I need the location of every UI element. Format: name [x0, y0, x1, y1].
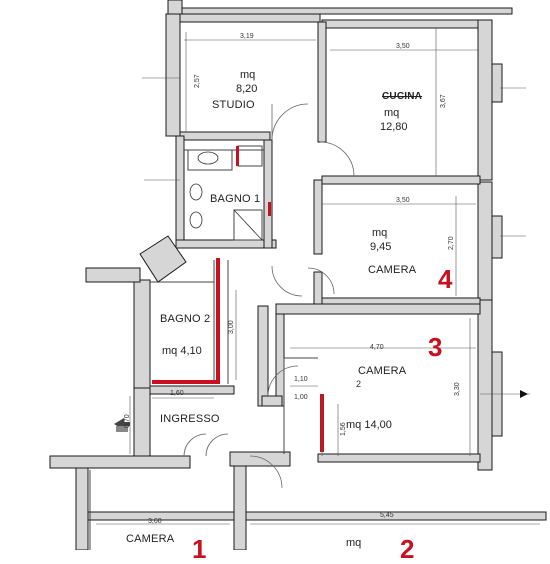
room-number-1: 1 — [192, 534, 207, 564]
dimension-3-19: 3,19 — [240, 33, 254, 40]
dimension-1-60: 1,60 — [170, 390, 184, 397]
studio-area-value: 8,20 — [236, 83, 258, 95]
room-number-3: 3 — [428, 332, 443, 362]
dimension-3-67: 3,67 — [440, 94, 447, 108]
dimension-4-70: 4,70 — [370, 344, 384, 351]
cucina-label: CUCINA — [382, 91, 423, 102]
room2-area-unit: mq — [346, 537, 362, 549]
studio-area-unit: mq — [240, 69, 256, 81]
cucina-area-value: 12,80 — [380, 121, 408, 133]
bagno2-label: BAGNO 2 — [160, 313, 211, 325]
dimension-3-60: 3,60 — [148, 518, 162, 525]
dimension-3-50-mid: 3,50 — [396, 197, 410, 204]
camera4-label: CAMERA — [368, 264, 417, 276]
bathroom-fixtures — [189, 151, 263, 241]
bagno1-label: BAGNO 1 — [210, 193, 261, 205]
dimension-2-70: 2,70 — [448, 236, 455, 250]
dimension-1-00: 1,00 — [294, 394, 308, 401]
entrance-arrow-icon — [114, 418, 130, 432]
camera4-area-value: 9,45 — [370, 241, 392, 253]
camera3-area: mq 14,00 — [346, 419, 392, 431]
dimension-0-70: 0,70 — [124, 414, 131, 428]
room-number-2: 2 — [400, 534, 415, 564]
dimension-lines — [96, 28, 540, 525]
studio-label: STUDIO — [212, 99, 255, 111]
room-number-4: 4 — [438, 264, 453, 294]
door-swings — [183, 103, 355, 489]
walls — [49, 0, 547, 550]
ingresso-label: INGRESSO — [160, 413, 220, 425]
camera1-label: CAMERA — [126, 533, 175, 545]
camera3-label: CAMERA — [358, 365, 407, 377]
dimension-3-50-top: 3,50 — [396, 43, 410, 50]
dimension-3-00: 3,00 — [228, 320, 235, 334]
dimension-1-56: 1,56 — [340, 422, 347, 436]
window-arrow-icon — [520, 390, 528, 398]
bagno2-area: mq 4,10 — [162, 345, 202, 357]
dimension-5-45: 5,45 — [380, 512, 394, 519]
camera3-small-number: 2 — [356, 379, 362, 389]
dimension-1-10: 1,10 — [294, 376, 308, 383]
dimension-3-30: 3,30 — [454, 382, 461, 396]
cucina-area-unit: mq — [384, 107, 400, 119]
dimension-2-57: 2,57 — [194, 74, 201, 88]
camera4-area-unit: mq — [372, 227, 388, 239]
floor-plan — [49, 0, 547, 550]
partitions — [89, 145, 318, 550]
